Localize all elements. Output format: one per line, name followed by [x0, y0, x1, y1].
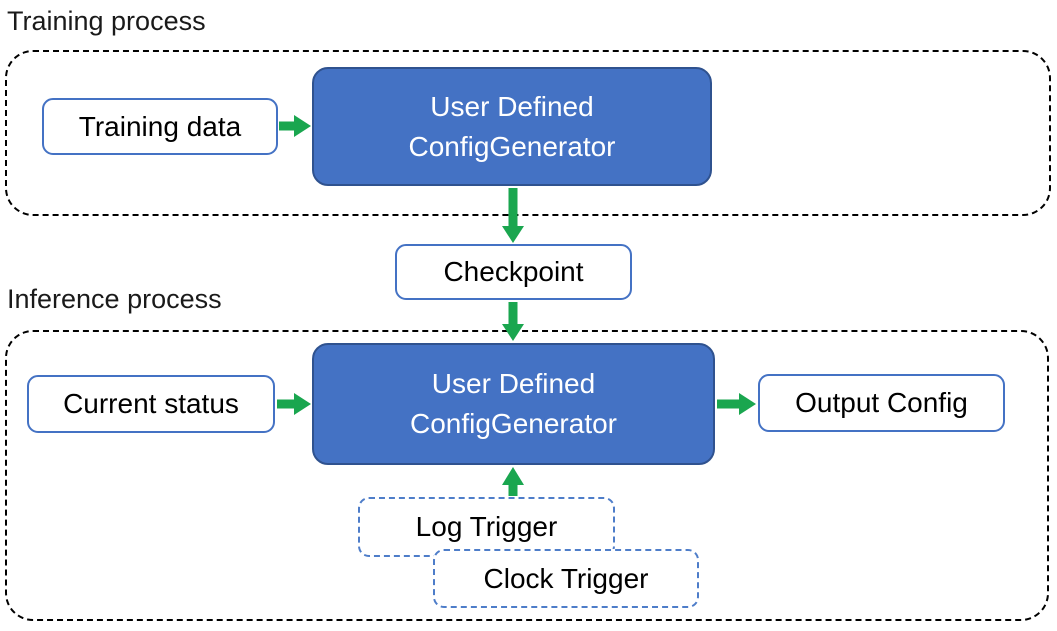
- training-data-label: Training data: [78, 110, 242, 142]
- current-status-label: Current status: [63, 388, 239, 419]
- output-config-node: Output Config: [758, 374, 1005, 432]
- training-process-container: [5, 50, 1051, 216]
- clock-trigger-node: Clock Trigger: [433, 549, 699, 608]
- config-generator-inference-line2: ConfigGenerator: [409, 408, 617, 439]
- inference-process-title: Inference process: [7, 284, 222, 314]
- config-generator-inference-line1: User Defined: [431, 368, 596, 400]
- training-data-node: Training data: [42, 98, 278, 155]
- checkpoint-node: Checkpoint: [395, 244, 632, 300]
- config-generator-training-node: User Defined ConfigGenerator: [312, 67, 712, 186]
- inference-process-container: [5, 330, 1049, 621]
- training-process-title: Training process: [7, 6, 206, 36]
- config-generator-training-line2: ConfigGenerator: [408, 130, 616, 162]
- output-config-label: Output Config: [795, 387, 968, 418]
- config-generator-training-line1: User Defined: [430, 90, 594, 122]
- config-generator-inference-node: User Defined ConfigGenerator: [312, 343, 715, 465]
- checkpoint-label: Checkpoint: [443, 256, 584, 287]
- clock-trigger-label: Clock Trigger: [483, 562, 649, 594]
- log-trigger-label: Log Trigger: [415, 511, 558, 542]
- current-status-node: Current status: [27, 375, 275, 433]
- log-trigger-node: Log Trigger: [358, 497, 615, 557]
